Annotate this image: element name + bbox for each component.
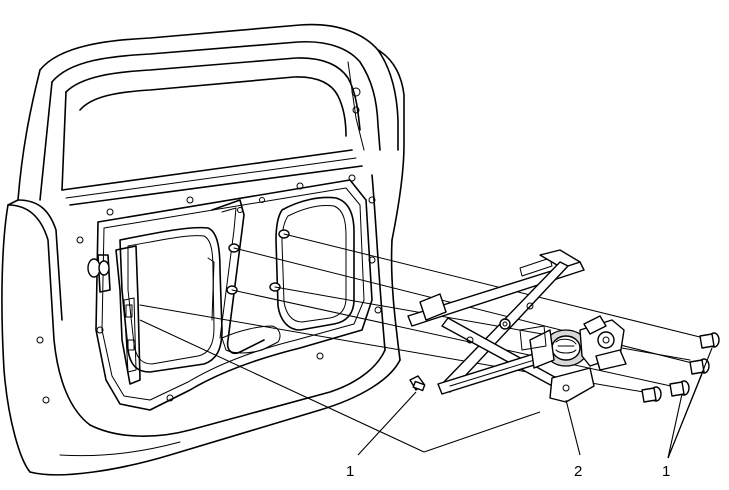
bolt-right-4 <box>641 386 662 403</box>
bolt-right-1 <box>699 332 720 349</box>
bolt-left <box>409 375 426 392</box>
callouts: 1 2 1 <box>346 463 670 480</box>
leader-lines <box>139 319 713 459</box>
fasteners <box>409 332 720 403</box>
callout-label-regulator: 2 <box>574 463 582 480</box>
window-regulator <box>407 249 627 403</box>
callout-label-fastener-right: 1 <box>662 463 670 480</box>
bolt-right-3 <box>669 380 690 397</box>
door-frame <box>1 23 405 476</box>
callout-label-fastener-left: 1 <box>346 463 354 480</box>
